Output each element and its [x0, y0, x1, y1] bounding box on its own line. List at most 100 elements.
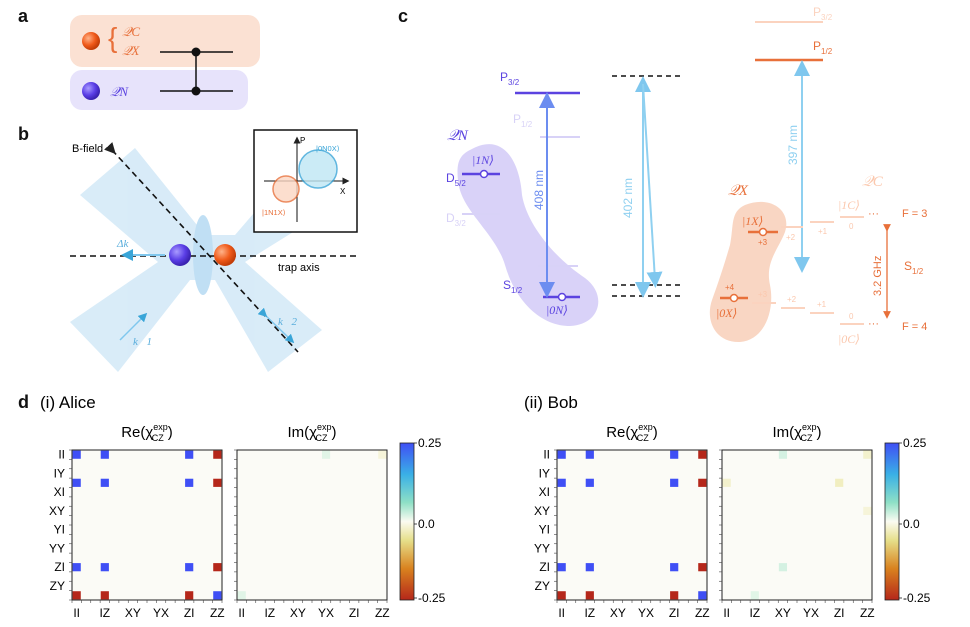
heatmap-cell [557, 450, 566, 459]
y-tick-label: XY [49, 504, 65, 518]
heatmap-cell [185, 450, 194, 459]
y-tick-label: IY [54, 466, 65, 480]
heatmap-frame [236, 449, 388, 601]
heatmap-frame [556, 449, 708, 601]
k2-arrow [257, 307, 295, 344]
y-tick-label: XY [534, 504, 550, 518]
orange-ion-icon [82, 32, 100, 50]
bfield-axis [104, 142, 299, 353]
s12-left-label: S1/2 [503, 278, 523, 295]
k2-label: k⃗2 [278, 316, 297, 328]
m-plus1-top: +1 [818, 227, 828, 236]
qc-label: 𝒬C [122, 24, 140, 39]
x-tick-label: ZI [834, 606, 845, 620]
k1-label: k⃗1 [133, 336, 152, 348]
p12-left-label: P1/2 [513, 112, 533, 129]
y-tick-label: ZI [539, 560, 550, 574]
y-tick-label: XI [539, 485, 550, 499]
heatmap-cell [100, 591, 109, 600]
heatmap-cell [670, 563, 679, 572]
heatmap-cell [585, 478, 594, 487]
y-tick-label: ZY [50, 579, 65, 593]
colorbar [399, 442, 415, 601]
heatmap-cell [750, 591, 759, 600]
ghz-label: 3.2 GHz [872, 256, 884, 296]
cz-dot-top [191, 47, 201, 57]
m-plus2-top: +2 [786, 233, 796, 242]
trap-axis-label: trap axis [278, 262, 320, 274]
ket-0c: |0C⟩ [838, 332, 860, 346]
qc-level-label: 𝒬C [862, 174, 884, 190]
heatmap-cell [670, 478, 679, 487]
heatmap-cell [557, 591, 566, 600]
inset-x-label: X [340, 187, 346, 196]
heatmap-cell [698, 591, 707, 600]
alice-title: (i) Alice [40, 393, 96, 412]
qn-blob [457, 144, 599, 326]
cz-dot-bottom [191, 86, 201, 96]
colorbar-tick-label: 0.0 [418, 517, 435, 531]
qx-label: 𝒬X [122, 43, 140, 58]
x-tick-label: ZZ [375, 606, 390, 620]
heatmap-frame [71, 449, 223, 601]
heatmap-cell [185, 478, 194, 487]
brace: { [108, 22, 117, 53]
m-plus2-bot: +2 [787, 295, 797, 304]
orange-ion-icon [214, 244, 236, 266]
heatmap-cell [213, 591, 222, 600]
heatmap-cell [185, 563, 194, 572]
f4-label: F = 4 [902, 321, 927, 333]
y-tick-label: YY [49, 541, 65, 555]
purple-ion-icon [82, 82, 100, 100]
label-408nm: 408 nm [532, 170, 546, 210]
heatmap-cell [698, 478, 707, 487]
k1-arrow [119, 312, 148, 341]
heatmap-cell [835, 478, 844, 487]
heatmap-cell [670, 450, 679, 459]
m-plus1-bot: +1 [817, 300, 827, 309]
m-plus4: +4 [725, 283, 735, 292]
heatmap-cell [72, 563, 81, 572]
colorbar-tick-label: 0.25 [418, 436, 442, 450]
y-tick-label: YI [539, 523, 550, 537]
qn-level-label: 𝒬N [447, 128, 469, 144]
heatmap-cell [863, 506, 872, 516]
d52-label: D5/2 [446, 171, 466, 188]
ket-0x: |0X⟩ [716, 306, 737, 320]
bfield-label: B-field [72, 143, 103, 155]
heatmap-cell [378, 450, 387, 459]
panel-a-letter: a [18, 6, 29, 26]
x-tick-label: II [723, 606, 730, 620]
x-tick-label: YX [638, 606, 654, 620]
x-tick-label: II [238, 606, 245, 620]
x-tick-label: YX [318, 606, 334, 620]
0x-dot [729, 293, 739, 303]
heatmap-cell [213, 450, 222, 459]
s12-dot [557, 292, 567, 302]
x-tick-label: ZI [349, 606, 360, 620]
y-tick-label: YY [534, 541, 550, 555]
m-plus3-bot: +3 [758, 290, 768, 299]
colorbar-tick-label: 0.0 [903, 517, 920, 531]
ket-1x: |1X⟩ [742, 214, 763, 228]
y-tick-label: XI [54, 485, 65, 499]
heatmap-cell [778, 450, 788, 459]
heatmap-cell [863, 450, 872, 459]
x-tick-label: IZ [584, 606, 595, 620]
d32-label: D3/2 [446, 211, 466, 228]
x-tick-label: ZI [669, 606, 680, 620]
heatmap-cell [237, 591, 246, 600]
1x-dot [758, 227, 768, 237]
heatmap-cell [213, 563, 222, 572]
y-tick-label: II [58, 448, 65, 462]
heatmap-cell [100, 478, 109, 487]
x-tick-label: XY [610, 606, 626, 620]
colorbar [884, 442, 900, 601]
ket-0n: |0N⟩ [546, 303, 568, 317]
f3-label: F = 3 [902, 208, 927, 220]
bob-title: (ii) Bob [524, 393, 578, 412]
